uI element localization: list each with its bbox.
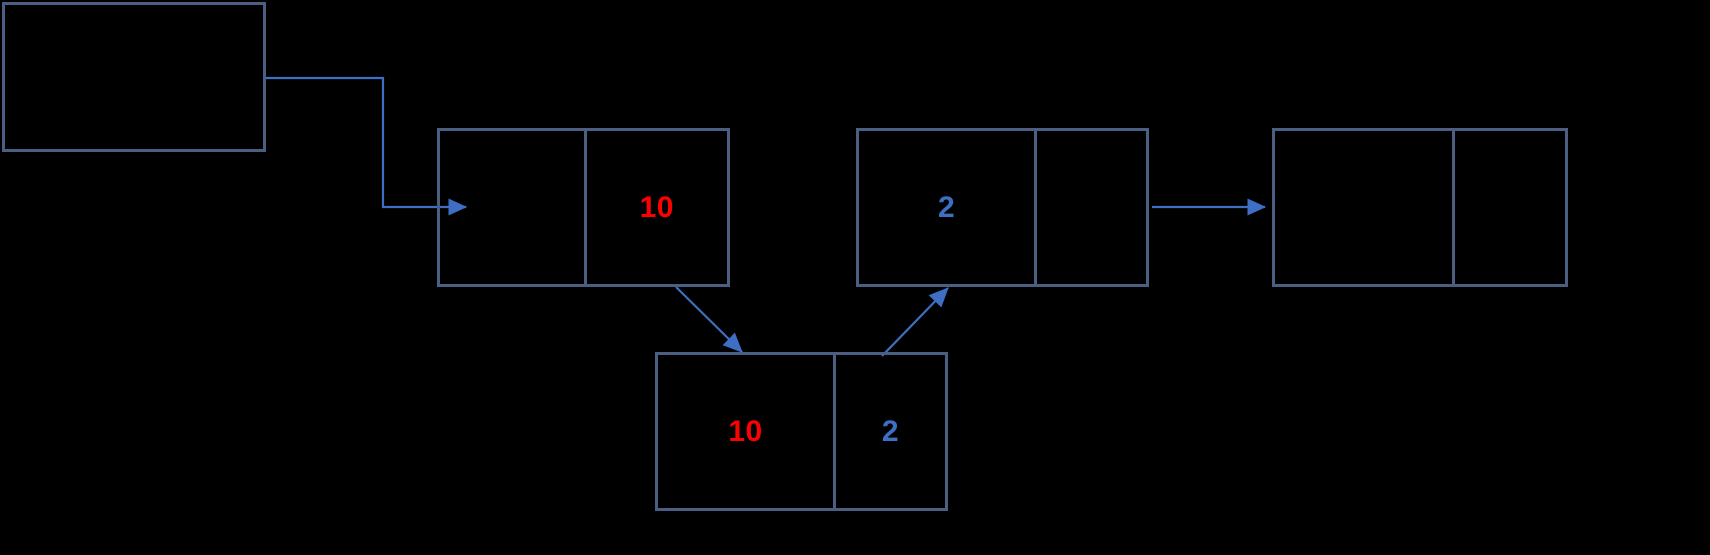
node-3[interactable]: [1272, 128, 1568, 287]
edge-node1-to-bottom: [675, 286, 743, 353]
source-box[interactable]: [2, 2, 266, 152]
node-2-right-cell[interactable]: [1034, 131, 1146, 284]
edge-source-to-node1: [266, 76, 468, 216]
node-bottom-right-cell[interactable]: 2: [833, 355, 945, 508]
node-3-right-cell[interactable]: [1451, 131, 1565, 284]
node-2[interactable]: 2: [856, 128, 1149, 287]
node-1[interactable]: 10: [437, 128, 730, 287]
node-bottom[interactable]: 10 2: [655, 352, 948, 511]
edge-bottom-to-node2: [881, 287, 949, 357]
node-1-left-cell[interactable]: [440, 131, 584, 284]
node-2-left-cell[interactable]: 2: [937, 190, 956, 224]
node-3-left-cell[interactable]: [1275, 131, 1452, 284]
node-1-right-cell[interactable]: 10: [583, 131, 728, 284]
node-bottom-left-cell[interactable]: 10: [728, 414, 763, 448]
